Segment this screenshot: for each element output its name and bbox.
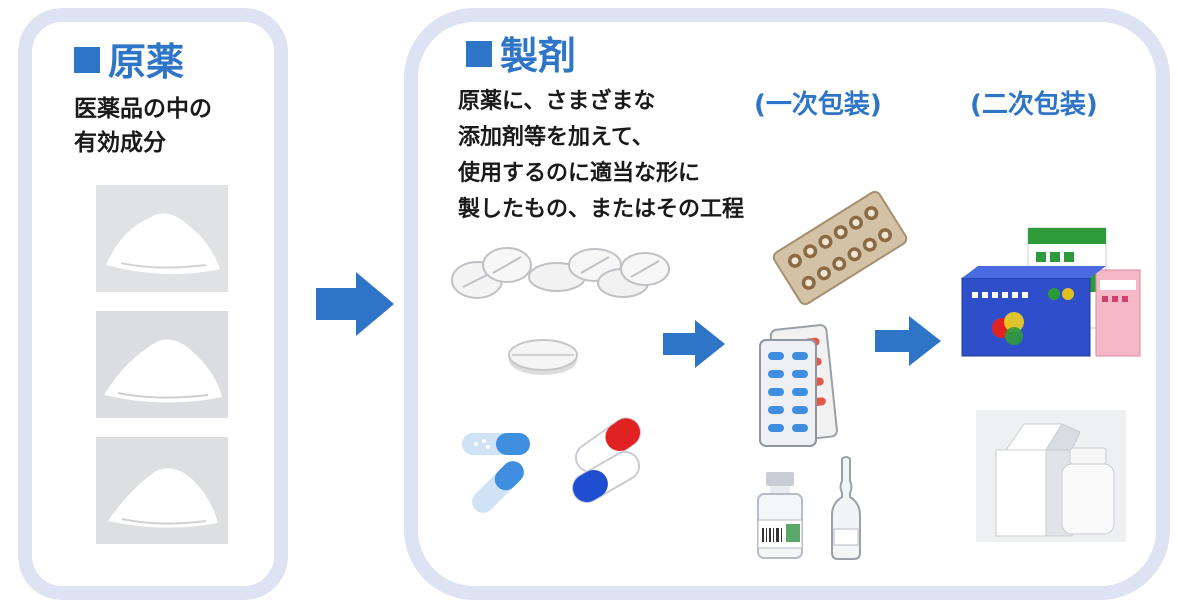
plain-box-icon	[976, 410, 1126, 542]
powder-photo	[96, 437, 228, 544]
powder-photo	[96, 311, 228, 418]
formulation-title: 製剤	[466, 37, 576, 75]
capsule-icon	[571, 417, 642, 503]
arrow-right-icon	[316, 272, 394, 336]
blister-pack-icon	[772, 190, 908, 306]
square-bullet-icon	[466, 41, 492, 67]
square-bullet-icon	[74, 47, 100, 73]
secondary-packaging-label: (二次包装)	[970, 90, 1098, 120]
primary-packaging-label: (一次包装)	[754, 90, 882, 120]
arrow-right-icon	[875, 316, 941, 366]
blister-pack-icon	[759, 324, 838, 447]
formulation-title-text: 製剤	[500, 34, 577, 78]
ampoule-icon	[831, 456, 861, 560]
active-ingredient-description: 医薬品の中の 有効成分	[74, 96, 212, 156]
capsule-icon	[462, 433, 530, 513]
tablet-icon	[451, 247, 670, 299]
arrow-right-icon	[663, 320, 725, 368]
bottle-icon	[1061, 447, 1115, 535]
vial-icon	[757, 472, 803, 559]
active-ingredient-title: 原薬	[74, 43, 184, 81]
medicine-box-icon	[961, 227, 1141, 357]
active-ingredient-title-text: 原薬	[108, 40, 185, 84]
tablet-icon	[508, 339, 578, 375]
powder-photo	[96, 185, 228, 292]
formulation-description: 原薬に、さまざまな 添加剤等を加えて、 使用するのに適当な形に 製したもの、また…	[458, 89, 745, 222]
